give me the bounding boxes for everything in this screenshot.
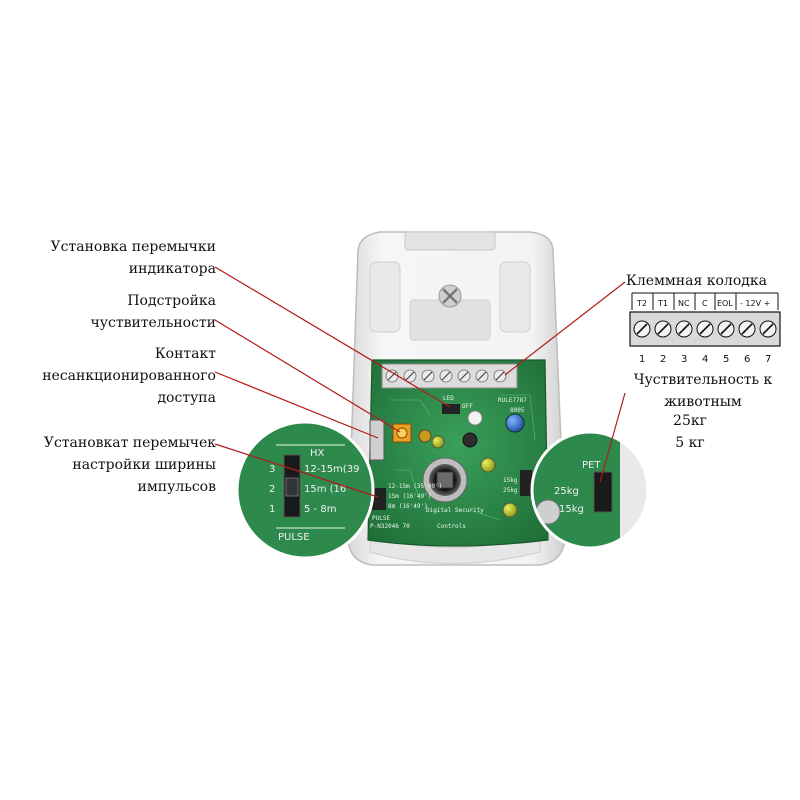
callout-pet-sensitivity: Чуствительность к животным	[618, 369, 788, 413]
pir-sensor	[422, 457, 468, 503]
pulse-jumper-inset: HX 3 2 1 12-15m(39 15m (16 5 - 8m PULSE	[235, 420, 375, 560]
tb-num-5: 5	[723, 354, 729, 365]
callout-pet-5kg: 5 кг	[675, 435, 705, 451]
pet-jumper-inset: PET 25kg 15kg	[530, 430, 650, 550]
callout-pet-line-1: Чуствительность к	[633, 372, 773, 388]
inset-left-row-3: 5 - 8m	[304, 504, 336, 515]
led-jumper	[442, 404, 460, 414]
tb-label-c: C	[702, 299, 708, 308]
inset-right-25kg: 25kg	[554, 486, 579, 497]
pcb-model: RULE7787	[498, 397, 527, 404]
pcb-led-label: LED	[443, 395, 454, 402]
pcb-off-label: OFF	[462, 403, 473, 410]
pcb-mode-2: 15m (16'49')	[388, 493, 431, 500]
tb-label-eol: EOL	[717, 299, 733, 308]
callout-pulse-jumper-line-3: импульсов	[137, 479, 216, 495]
tb-label-nc: NC	[678, 299, 690, 308]
capacitor-blue	[505, 413, 525, 433]
terminal-block-legend: T2 T1 NC C EOL - 12V + 1 2 3 4 5 6 7	[629, 292, 781, 365]
leader-sensitivity	[214, 319, 401, 433]
inset-left-pin-1: 1	[269, 504, 275, 515]
tb-num-1: 1	[639, 354, 645, 365]
inset-right-15kg: 15kg	[559, 504, 584, 515]
leader-indicator-jumper	[214, 266, 451, 408]
tamper-switch	[369, 419, 385, 461]
pcb-pulse-label: PULSE	[372, 515, 390, 522]
pcb-rev: 8005	[510, 407, 525, 414]
tb-screws	[633, 320, 777, 338]
pet-jumper	[520, 470, 532, 496]
pcb-terminal-block	[381, 363, 518, 389]
tb-num-6: 6	[744, 354, 750, 365]
callout-tamper-line-1: Контакт	[154, 346, 216, 362]
pcb-brand: Digital Security	[426, 507, 484, 514]
tb-num-4: 4	[702, 354, 708, 365]
leader-terminal-block	[504, 281, 626, 376]
pulse-jumper	[372, 488, 386, 510]
callout-pet-weights: 25кг 5 кг	[650, 410, 730, 454]
callout-pulse-jumper-line-2: настройки ширины	[72, 457, 216, 473]
callout-terminal-block-text: Клеммная колодка	[626, 273, 767, 289]
inset-left-pulse: PULSE	[278, 532, 310, 543]
callout-tamper: Контакт несанкционированного доступа	[20, 343, 216, 409]
leader-lines	[214, 266, 626, 498]
inset-left-header: HX	[310, 448, 325, 459]
tb-num-7: 7	[765, 354, 771, 365]
pcb-brand-2: Controls	[437, 523, 466, 530]
callout-sensitivity: Подстройка чуствительности	[20, 290, 216, 334]
callout-pet-25kg: 25кг	[673, 413, 707, 429]
pcb-pet-25: 25kg	[503, 487, 518, 494]
inset-left-row-2: 15m (16	[304, 484, 346, 495]
led-indicator	[467, 410, 483, 426]
callout-tamper-line-3: доступа	[157, 390, 216, 406]
tb-label-t1: T1	[657, 299, 668, 308]
callout-pulse-jumper: Установкат перемычек настройки ширины им…	[20, 432, 216, 498]
inset-left-row-1: 12-15m(39	[304, 464, 359, 475]
callout-terminal-block: Клеммная колодка	[626, 270, 796, 292]
tb-label-t2: T2	[636, 299, 647, 308]
pcb-mode-1: 12-15m (35'40')	[388, 483, 442, 490]
inset-left-pin-3: 3	[269, 464, 275, 475]
pcb-pet-15: 15kg	[503, 477, 518, 484]
leader-pet-jumper	[599, 392, 626, 483]
tb-num-3: 3	[681, 354, 687, 365]
callout-indicator-jumper-line-1: Установка перемычки	[50, 239, 216, 255]
tb-num-2: 2	[660, 354, 666, 365]
tb-label-12v: - 12V +	[740, 299, 770, 308]
callout-indicator-jumper-line-2: индикатора	[128, 261, 216, 277]
callout-indicator-jumper: Установка перемычки индикатора	[20, 236, 216, 280]
leader-tamper	[214, 371, 379, 439]
leader-pulse-jumper	[214, 443, 379, 498]
callout-sensitivity-line-1: Подстройка	[127, 293, 216, 309]
callout-sensitivity-line-2: чуствительности	[90, 315, 216, 331]
pcb-mode-3: 8m (16'49')	[388, 503, 428, 510]
pcb-board: RULE7787 8005 LED OFF 12-15m (35'40') 15…	[367, 359, 549, 547]
mounting-screw	[438, 284, 462, 308]
inset-right-header: PET	[582, 460, 601, 471]
pcb-part: P-N32046 70	[370, 523, 410, 530]
callout-pet-line-2: животным	[664, 394, 742, 410]
callout-tamper-line-2: несанкционированного	[42, 368, 216, 384]
callout-pulse-jumper-line-1: Установкат перемычек	[43, 435, 216, 451]
inset-left-pin-2: 2	[269, 484, 275, 495]
